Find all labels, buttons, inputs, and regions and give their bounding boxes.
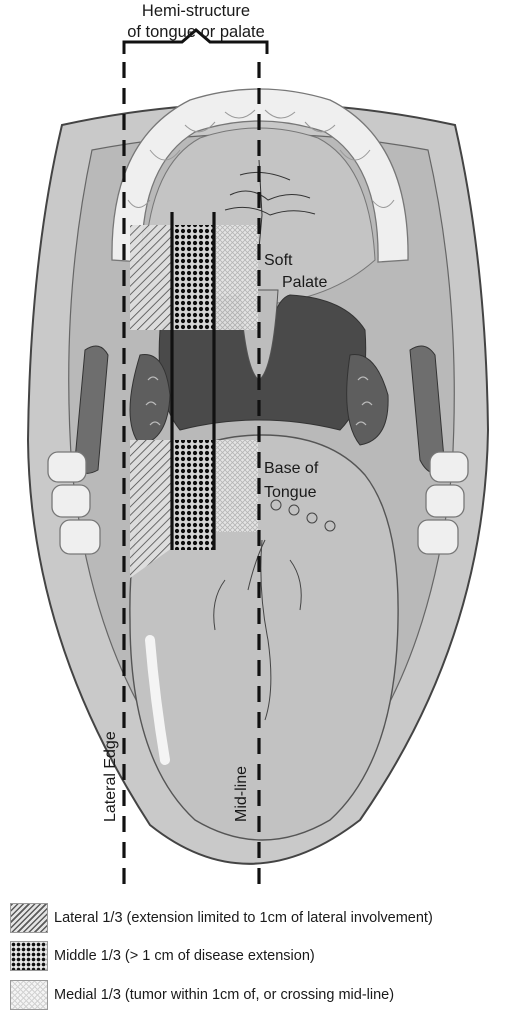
tongue-middle-third — [172, 440, 214, 550]
header-line-2: of tongue or palate — [127, 23, 265, 41]
lateral-third-swatch — [10, 903, 48, 933]
base-of-tongue-label-2: Tongue — [264, 484, 317, 501]
lateral-edge-label: Lateral Edge — [102, 731, 119, 822]
header-line-1: Hemi-structure — [142, 2, 250, 20]
legend-medial-text: Medial 1/3 (tumor within 1cm of, or cros… — [54, 987, 394, 1003]
soft-palate-label-1: Soft — [264, 252, 293, 269]
legend-lateral-text: Lateral 1/3 (extension limited to 1cm of… — [54, 910, 433, 926]
medial-third-swatch — [10, 980, 48, 1010]
tongue-medial-third — [214, 440, 258, 532]
palate-medial-third — [214, 225, 258, 330]
soft-palate-label-2: Palate — [282, 274, 327, 291]
mid-line-label: Mid-line — [233, 766, 250, 822]
legend-middle-text: Middle 1/3 (> 1 cm of disease extension) — [54, 948, 315, 964]
legend-item-lateral: Lateral 1/3 (extension limited to 1cm of… — [10, 902, 515, 934]
middle-third-swatch — [10, 941, 48, 971]
legend-item-medial: Medial 1/3 (tumor within 1cm of, or cros… — [10, 979, 515, 1011]
base-of-tongue-label-1: Base of — [264, 460, 319, 477]
palate-middle-third — [172, 225, 214, 330]
legend-item-middle: Middle 1/3 (> 1 cm of disease extension) — [10, 940, 515, 972]
palate-lateral-third — [130, 225, 172, 330]
